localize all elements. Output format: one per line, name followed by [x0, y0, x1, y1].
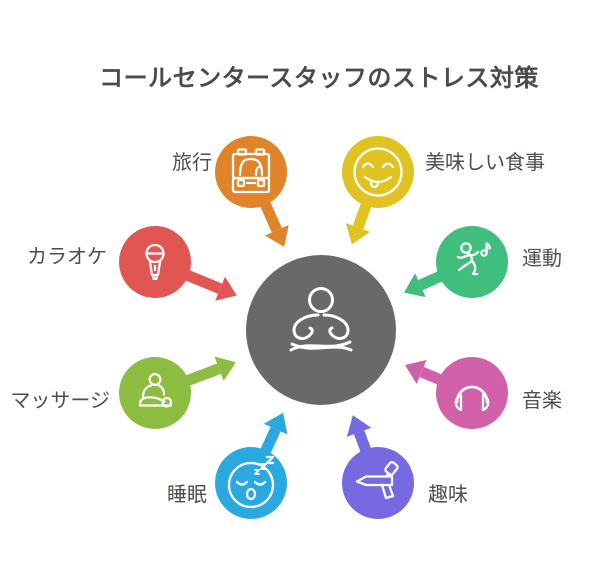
karaoke-arrow [180, 268, 237, 301]
suitcase-icon [231, 148, 271, 194]
massage-icon [138, 372, 173, 408]
food-node-circle [342, 136, 414, 208]
food-arrow [345, 198, 373, 245]
label-karaoke: カラオケ [27, 246, 107, 268]
travel-arrow [258, 197, 289, 247]
label-food: 美味しい食事 [425, 152, 545, 174]
music-node-circle [436, 357, 508, 429]
page-title: コールセンタースタッフのストレス対策 [99, 65, 539, 92]
headphones-icon [454, 385, 490, 412]
center-circle [246, 255, 396, 405]
sleep-node-circle [215, 447, 287, 519]
label-music: 音楽 [522, 390, 562, 412]
delicious-face-icon [353, 147, 403, 197]
label-sleep: 睡眠 [167, 484, 207, 506]
hobby-node-circle [342, 447, 414, 519]
massage-node-circle [119, 357, 191, 429]
exercise-arrow [404, 269, 447, 298]
microphone-icon [145, 243, 165, 280]
meditating-person-icon [289, 287, 353, 352]
label-travel: 旅行 [172, 152, 212, 174]
running-person-icon [456, 242, 491, 276]
label-massage: マッサージ [10, 390, 110, 412]
airbrush-icon [355, 460, 399, 500]
sleep-arrow [258, 412, 288, 458]
label-hobby: 趣味 [428, 484, 468, 506]
travel-node-circle [215, 136, 287, 208]
massage-arrow [181, 356, 236, 388]
label-exercise: 運動 [522, 248, 562, 270]
sleeping-face-icon [227, 455, 275, 509]
